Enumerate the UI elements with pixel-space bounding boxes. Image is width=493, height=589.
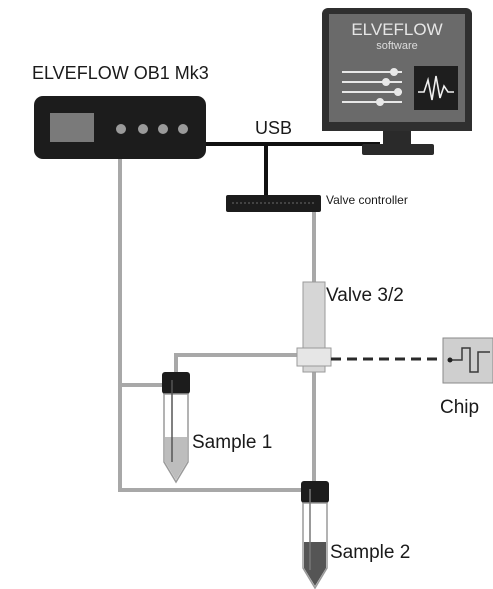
sample-2-tube	[301, 481, 329, 589]
ob1-port-2	[138, 124, 148, 134]
sample-1-liquid	[165, 437, 187, 480]
ob1-display	[50, 113, 94, 142]
chip	[442, 337, 493, 384]
monitor-chin	[322, 122, 472, 131]
valve-controller-label: Valve controller	[326, 193, 408, 207]
monitor-subtitle: software	[376, 40, 418, 52]
monitor	[322, 8, 472, 155]
monitor-base	[362, 144, 434, 155]
chip-label: Chip	[440, 397, 480, 418]
usb-label: USB	[255, 118, 293, 138]
sample-1-tube	[162, 372, 190, 484]
valve-controller	[226, 195, 321, 212]
sliders-icon	[342, 68, 402, 106]
ob1-port-3	[158, 124, 168, 134]
valve-3-2	[296, 281, 332, 373]
sample-2-label: Sample 2	[330, 542, 411, 563]
monitor-neck	[383, 131, 411, 145]
chip-channel	[450, 347, 490, 373]
sample-2-liquid	[304, 542, 326, 586]
device-label: ELVEFLOW OB1 Mk3	[32, 63, 209, 83]
sample-1-cap	[162, 372, 190, 394]
line-sample-1-to-valve	[174, 353, 303, 375]
valve-label: Valve 3/2	[326, 285, 404, 306]
waveform-icon	[414, 66, 458, 110]
usb-cable	[205, 142, 380, 195]
ob1-port-1	[116, 124, 126, 134]
ob1-port-4	[178, 124, 188, 134]
tubing	[118, 130, 316, 492]
ob1-device	[34, 96, 206, 159]
sample-2-cap	[301, 481, 329, 503]
sample-1-label: Sample 1	[192, 432, 273, 453]
monitor-title: ELVEFLOW	[351, 20, 443, 39]
pressure-line-sample-2	[118, 130, 305, 492]
valve-port-block	[296, 347, 332, 367]
